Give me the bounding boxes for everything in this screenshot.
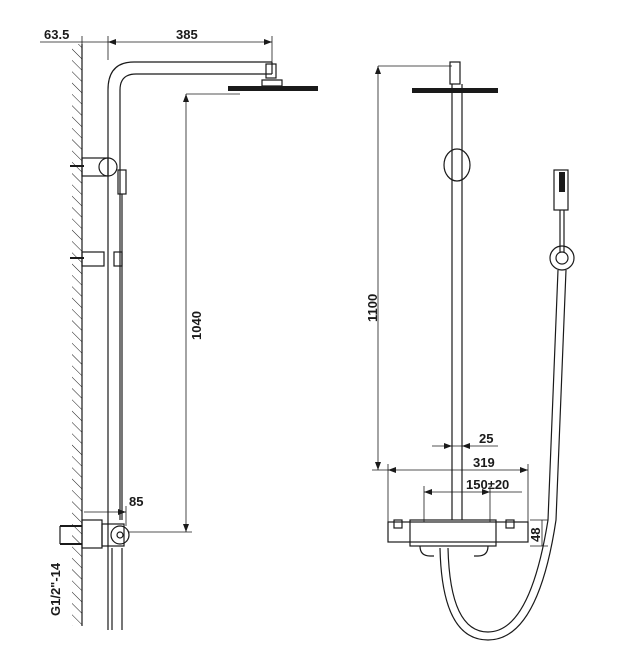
shower-head-side [186,63,318,95]
dimension-mixer-width: 319 [387,455,529,530]
shower-head-front-plate [412,88,498,93]
dim-outlet-offset: 85 [129,494,143,509]
hand-shower-front [439,169,575,641]
dim-inlet-centers: 150±20 [466,477,509,492]
wall-bracket-lower [70,251,105,267]
dimension-outlet: 85 [84,494,143,526]
wall-hatch [72,44,82,626]
shower-head-plate [228,86,318,91]
riser-pipe [107,61,273,630]
dimension-head-height: 1040 [128,94,204,533]
dimension-mixer-depth: 48 [528,519,548,547]
dimension-inlet-centers: 150±20 [423,477,522,522]
dim-mixer-depth: 48 [528,528,543,542]
dim-inlet-thread: G1/2"-14 [48,562,63,616]
side-view: 63.5 385 [40,27,318,630]
mixer-side [59,519,130,630]
dim-mixer-width: 319 [473,455,495,470]
riser-front [443,84,471,520]
dim-head-height: 1040 [189,311,204,340]
dim-pipe-offset: 25 [479,431,493,446]
hand-shower-side [113,169,127,520]
dimension-pipe-offset: 25 [432,431,498,449]
dimension-top: 63.5 385 [40,27,273,64]
wall-bracket-upper [70,157,118,177]
dim-wall-offset: 63.5 [44,27,69,42]
front-view: 1100 [365,61,575,641]
mixer-front [387,519,529,557]
dim-arm-length: 385 [176,27,198,42]
dim-total-height: 1100 [365,294,380,322]
shower-head-front [412,61,498,93]
dimension-total-height: 1100 [365,65,452,471]
